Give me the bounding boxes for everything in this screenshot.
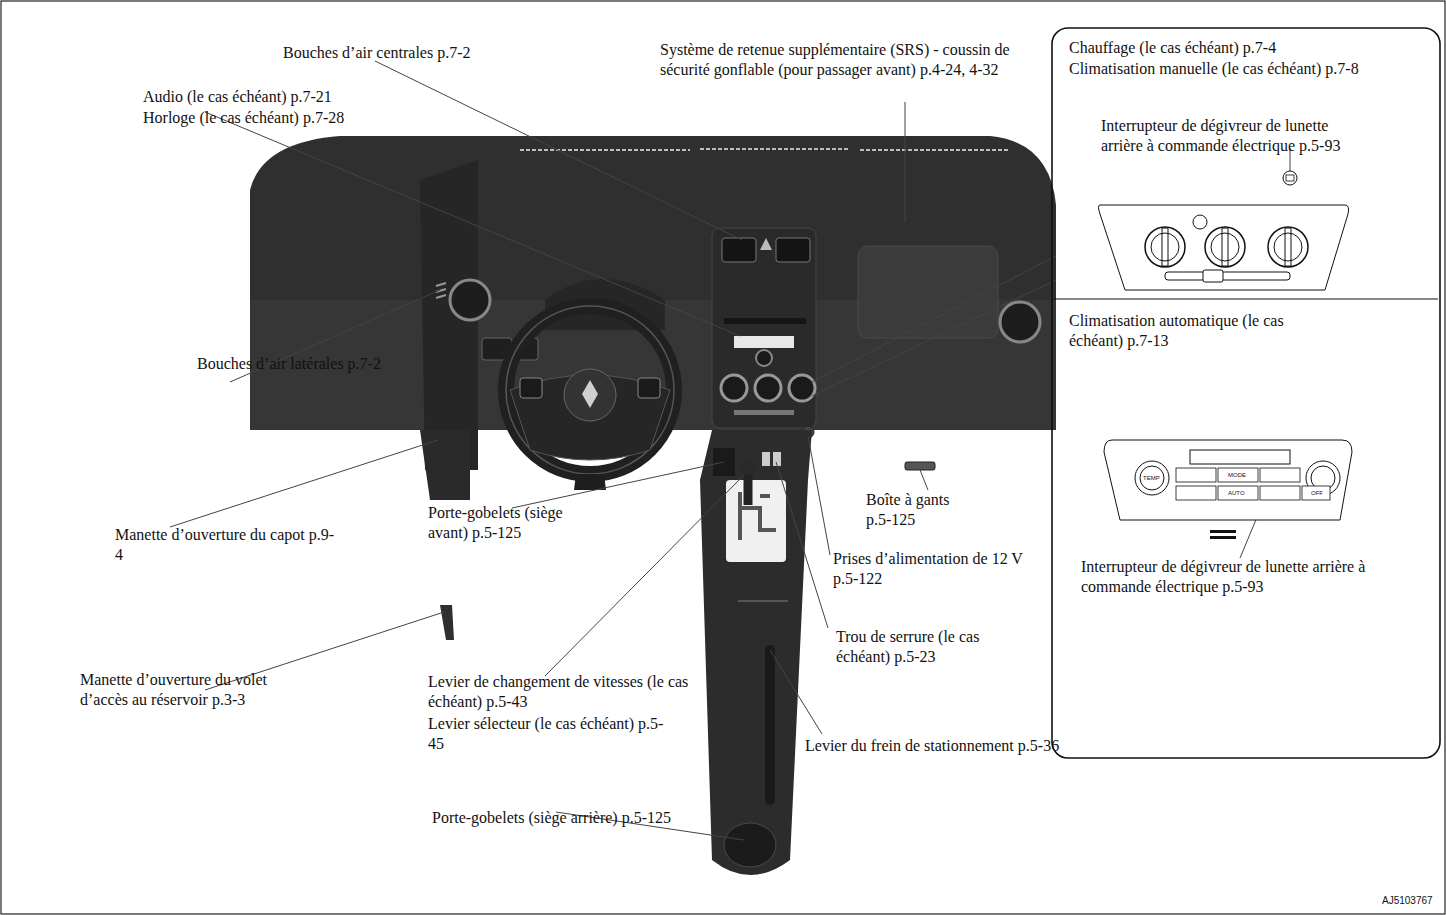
figure-code: AJ5103767 <box>1382 894 1446 907</box>
button-label: TEMP <box>1143 474 1163 482</box>
part-label: Système de retenue supplémentaire (SRS) … <box>660 40 1058 80</box>
hvac-manual-panel: Chauffage (le cas échéant) p.7-4Climatis… <box>1055 30 1440 298</box>
part-label: Bouches d’air latérales p.7-2 <box>197 354 382 374</box>
part-label: Boîte à gants p.5-125 <box>866 490 976 530</box>
part-label: Audio (le cas échéant) p.7-21 <box>143 87 463 107</box>
button-label: AUTO <box>1228 489 1252 497</box>
part-label: Levier sélecteur (le cas échéant) p.5-45 <box>428 714 678 754</box>
button-label: MODE <box>1228 471 1252 479</box>
panel-caption: Interrupteur de dégivreur de lunette arr… <box>1101 116 1366 156</box>
part-label: Levier de changement de vitesses (le cas… <box>428 672 703 712</box>
panel-caption: Climatisation manuelle (le cas échéant) … <box>1069 59 1399 79</box>
panel-caption: Interrupteur de dégivreur de lunette arr… <box>1081 557 1426 597</box>
part-label: Prises d’alimentation de 12 V p.5-122 <box>833 549 1033 589</box>
button-label: OFF <box>1311 489 1331 497</box>
part-label: Levier du frein de stationnement p.5-36 <box>805 736 1185 756</box>
part-label: Porte-gobelets (siège arrière) p.5-125 <box>432 808 672 828</box>
part-label: Bouches d’air centrales p.7-2 <box>283 43 603 63</box>
hvac-auto-panel: Climatisation automatique (le cas échéan… <box>1055 300 1440 758</box>
panel-caption: Chauffage (le cas échéant) p.7-4 <box>1069 38 1429 58</box>
part-label: Trou de serrure (le cas échéant) p.5-23 <box>836 627 1016 667</box>
part-label: Porte-gobelets (siège avant) p.5-125 <box>428 503 593 543</box>
part-label: Manette d’ouverture du capot p.9-4 <box>115 525 340 565</box>
part-label: Horloge (le cas échéant) p.7-28 <box>143 108 463 128</box>
part-label: Manette d’ouverture du volet d’accès au … <box>80 670 310 710</box>
panel-caption: Climatisation automatique (le cas échéan… <box>1069 311 1339 351</box>
